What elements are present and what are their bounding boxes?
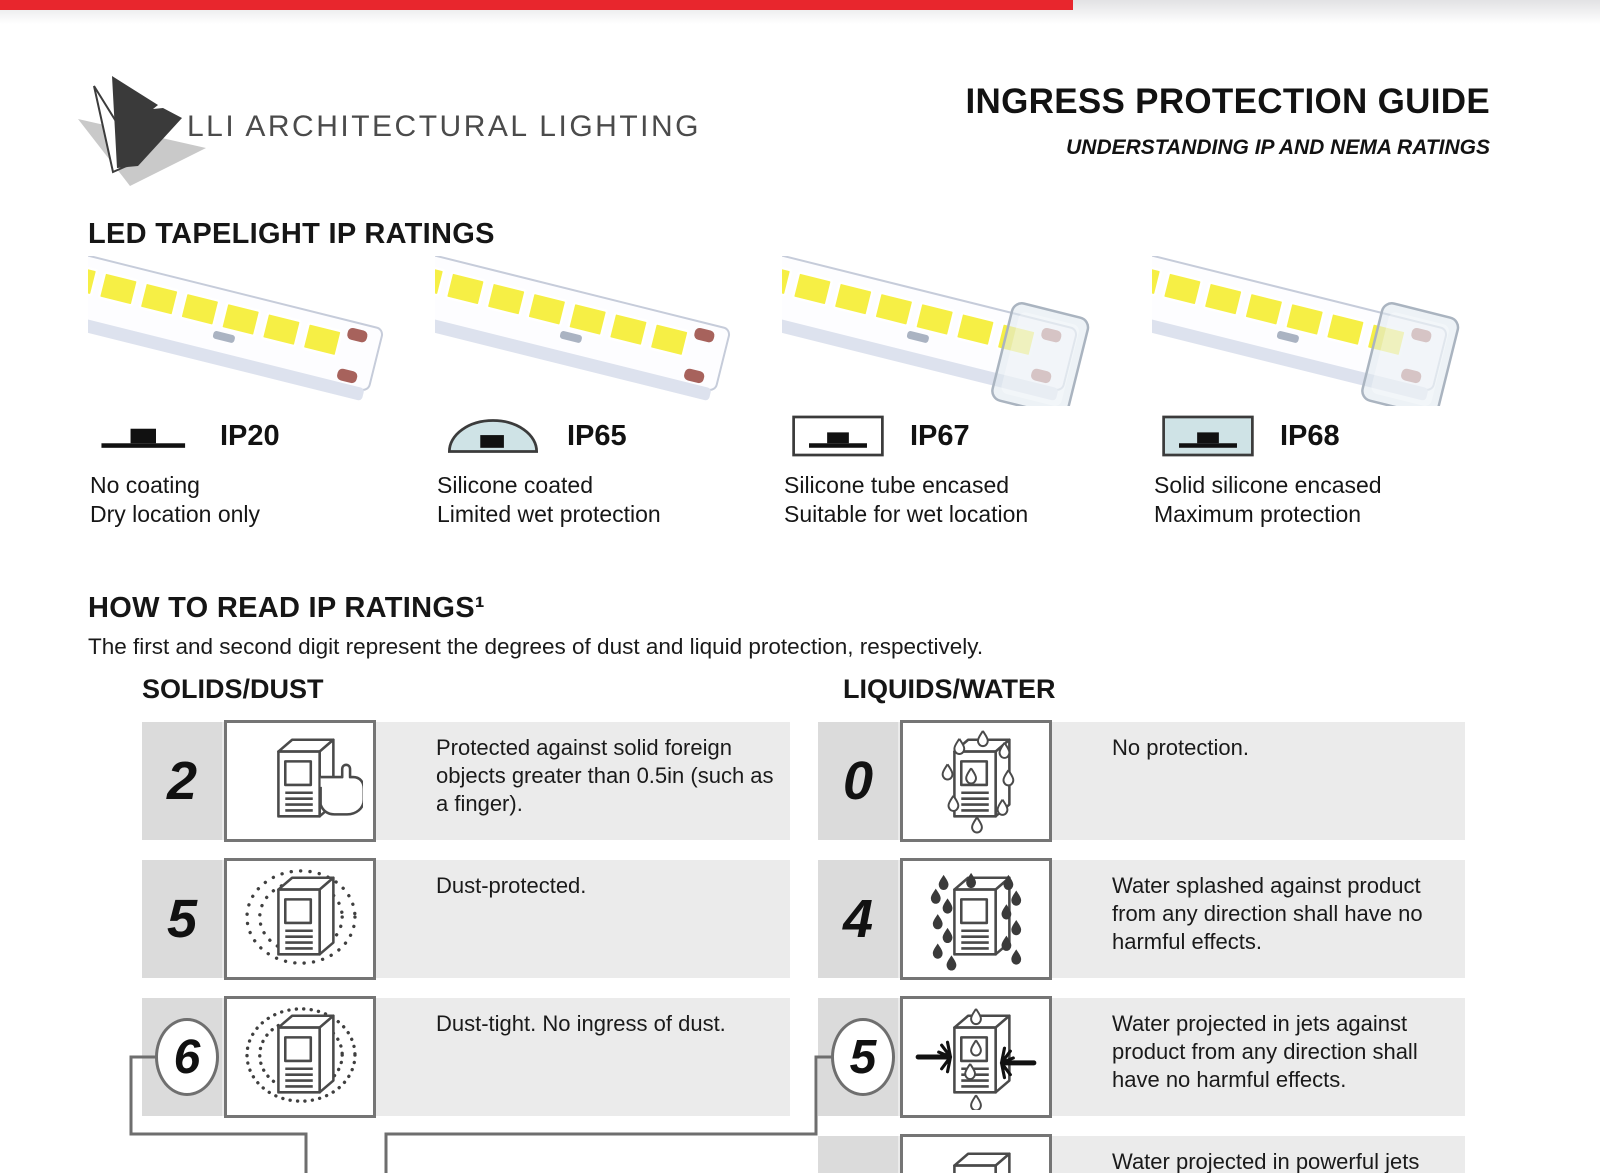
- product-desc-line2: Suitable for wet location: [784, 500, 1029, 527]
- rating-digit: 6: [173, 1030, 201, 1084]
- product-ip20: IP20 No coating Dry location only: [88, 256, 418, 528]
- icon-box: [900, 1134, 1052, 1173]
- icon-box: [900, 996, 1052, 1118]
- tapelight-photo-ip65: [435, 256, 732, 404]
- top-accent-bar: [0, 0, 1073, 10]
- ip-rating-label: IP67: [910, 419, 970, 452]
- water-splash-icon: [930, 872, 1022, 971]
- dust-protected-icon: [245, 869, 357, 965]
- title-block: INGRESS PROTECTION GUIDE UNDERSTANDING I…: [966, 82, 1490, 160]
- bare-led-icon: [101, 428, 186, 448]
- solid-silicone-icon: [1162, 415, 1254, 457]
- powerful-jets-icon: [953, 1152, 1011, 1173]
- water-jets-icon: [915, 1007, 1037, 1110]
- silicone-tube-icon: [792, 415, 884, 457]
- rating-digit: 4: [842, 889, 874, 949]
- tapelight-photo-ip67: [782, 256, 1092, 406]
- rating-digit-cell: 0: [818, 722, 898, 840]
- silicone-dome-icon: [447, 419, 539, 453]
- product-desc-line2: Maximum protection: [1154, 500, 1362, 527]
- product-ip65: IP65 Silicone coated Limited wet protect…: [435, 256, 765, 528]
- how-to-heading: HOW TO READ IP RATINGS¹: [88, 592, 485, 624]
- how-to-description: The first and second digit represent the…: [88, 634, 984, 659]
- ip-rating-label: IP68: [1280, 419, 1340, 452]
- rating-digit-cell: 6: [818, 1136, 898, 1173]
- rating-digit-cell: 4: [818, 860, 898, 978]
- rating-description: Water projected in powerful jets against…: [1112, 1149, 1420, 1173]
- icon-box: [224, 720, 376, 842]
- logo-text: LLI ARCHITECTURAL LIGHTING: [187, 110, 701, 143]
- icon-box: [900, 858, 1052, 980]
- product-ip68: IP68 Solid silicone encased Maximum prot…: [1152, 256, 1482, 528]
- icon-box: [224, 858, 376, 980]
- page-subtitle: UNDERSTANDING IP AND NEMA RATINGS: [1066, 136, 1490, 159]
- rating-digit: 5: [166, 889, 198, 949]
- water-drops-icon: [941, 729, 1015, 834]
- highlighted-digit-circle: 6: [155, 1018, 219, 1096]
- solids-row-6: 6 Dust-tight. No ingress of dust.: [142, 996, 790, 1118]
- rating-description: Dust-tight. No ingress of dust.: [436, 1011, 726, 1036]
- liquids-row-5: 5 Water projected in jets against produc…: [818, 996, 1465, 1118]
- liquids-row-4: 4 Water splashed against product from an…: [818, 858, 1465, 980]
- icon-box: [224, 996, 376, 1118]
- liquids-row-0: 0 No protection.: [818, 720, 1465, 842]
- icon-box: [900, 720, 1052, 842]
- rating-digit: 5: [849, 1030, 877, 1084]
- rating-digit-cell: 5: [142, 860, 222, 978]
- product-ip67: IP67 Silicone tube encased Suitable for …: [782, 256, 1112, 528]
- rating-digit: 0: [842, 751, 874, 811]
- product-desc-line2: Dry location only: [90, 500, 261, 527]
- liquids-column-header: LIQUIDS/WATER: [843, 674, 1056, 704]
- rating-description: Water splashed against product from any …: [1112, 873, 1423, 954]
- product-desc-line1: Silicone tube encased: [784, 472, 1010, 498]
- product-desc-line1: No coating: [90, 472, 200, 498]
- dust-tight-icon: [245, 1007, 357, 1103]
- solids-row-5: 5 Dust-protected.: [142, 858, 790, 980]
- logo-mark: [78, 76, 206, 186]
- solids-row-2: 2 Protected against solid foreign object…: [142, 720, 790, 842]
- ip-rating-label: IP20: [220, 419, 280, 452]
- rating-digit: 2: [166, 751, 198, 811]
- solids-column-header: SOLIDS/DUST: [142, 674, 324, 704]
- rating-digit-cell: 2: [142, 722, 222, 840]
- product-desc-line1: Solid silicone encased: [1154, 472, 1382, 498]
- highlighted-digit-circle: 5: [831, 1018, 895, 1096]
- rating-description: Dust-protected.: [436, 873, 587, 898]
- product-desc-line1: Silicone coated: [437, 472, 593, 498]
- rating-description: Water projected in jets against product …: [1112, 1011, 1418, 1092]
- ip-rating-label: IP65: [567, 419, 627, 452]
- rating-description: Protected against solid foreign objects …: [436, 735, 774, 816]
- rating-digit: 6: [843, 1164, 873, 1173]
- liquids-row-6: 6 Water projected in powerful jets again…: [818, 1134, 1465, 1173]
- rating-description: No protection.: [1112, 735, 1249, 760]
- tapelight-photo-ip20: [88, 256, 385, 404]
- finger-probe-icon: [277, 738, 363, 818]
- tapelight-photo-ip68: [1152, 256, 1462, 406]
- page-title: INGRESS PROTECTION GUIDE: [965, 82, 1490, 121]
- tapelight-heading: LED TAPELIGHT IP RATINGS: [88, 218, 495, 250]
- product-desc-line2: Limited wet protection: [437, 500, 661, 527]
